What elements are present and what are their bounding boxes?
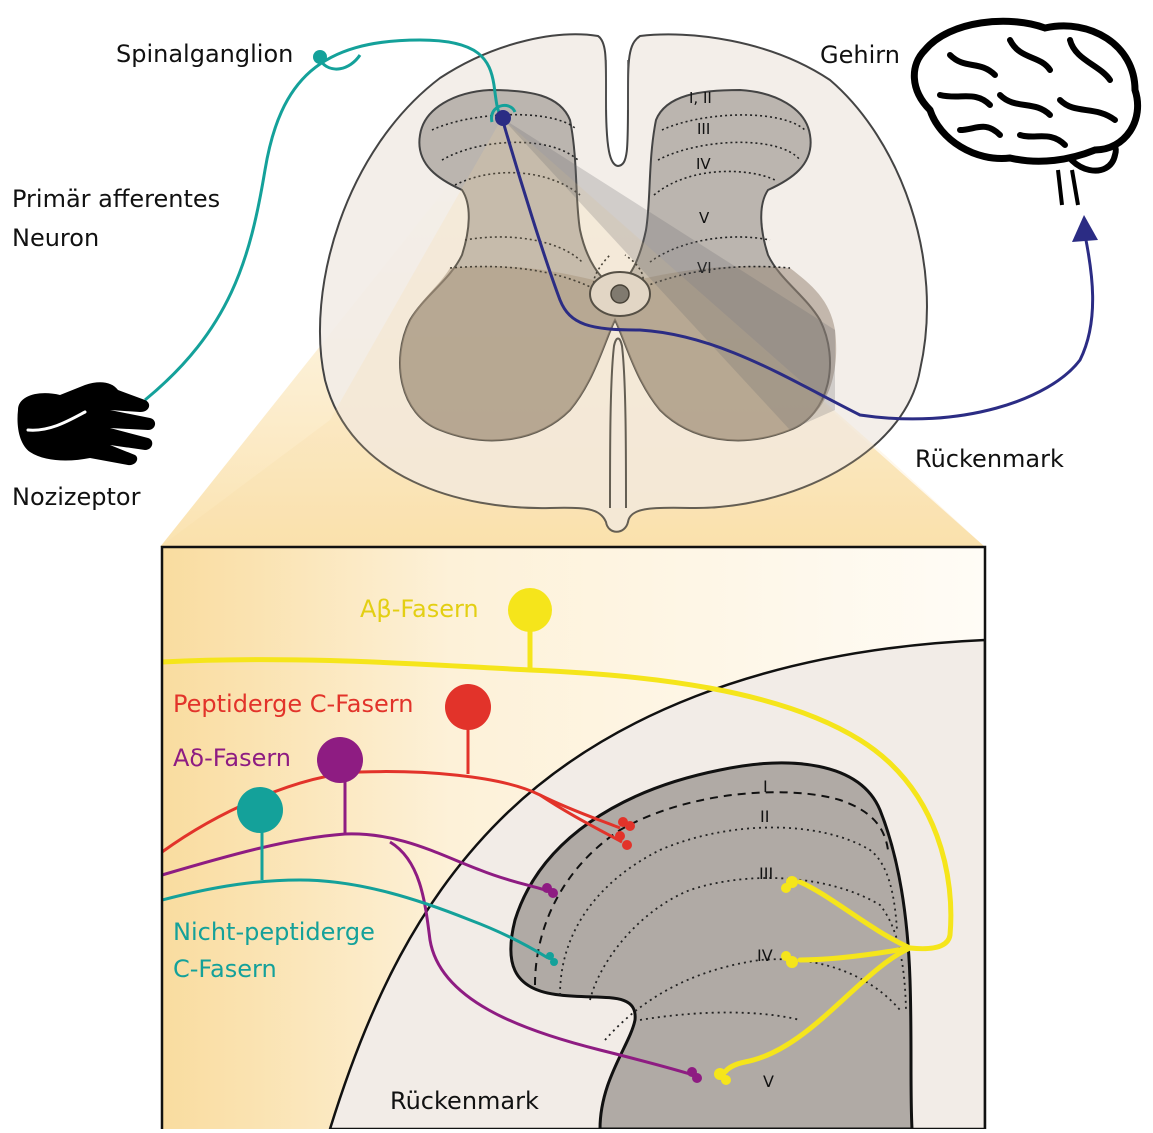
dorsal-sulcus <box>606 60 628 110</box>
brain-icon <box>914 21 1137 205</box>
brain-label: Gehirn <box>820 41 900 69</box>
spinal-ganglion-label: Spinalganglion <box>116 40 293 68</box>
spinal-ganglion-cell <box>313 50 327 64</box>
abeta-soma <box>508 588 552 632</box>
nonpeptidergic-c-soma <box>237 787 283 833</box>
spinal-cord-label-bottom: Rückenmark <box>390 1087 539 1115</box>
nonpeptidergic-c-label: Nicht-peptiderge <box>173 918 375 946</box>
adelta-soma <box>317 737 363 783</box>
peptidergic-c-soma <box>445 684 491 730</box>
primary-afferent-label: Neuron <box>12 224 99 252</box>
lamina-label-top: I, II <box>689 89 712 107</box>
primary-afferent-label: Primär afferentes <box>12 185 220 213</box>
lamina-label-top: III <box>697 120 710 138</box>
projection-neuron-soma <box>495 110 511 126</box>
detail-lamina-label: I <box>763 777 768 796</box>
dorsal-horn-detail: I II III IV V <box>162 547 985 1129</box>
detail-lamina-label: II <box>760 807 769 826</box>
adelta-label: Aδ-Fasern <box>173 744 291 772</box>
detail-lamina-label: III <box>759 864 773 883</box>
ascending-arrowhead <box>1072 215 1098 242</box>
lamina-label-top: IV <box>696 155 711 173</box>
hand-icon <box>18 382 156 465</box>
abeta-label: Aβ-Fasern <box>360 595 479 623</box>
nonpeptidergic-c-label: C-Fasern <box>173 955 277 983</box>
peptidergic-c-label: Peptiderge C-Fasern <box>173 690 413 718</box>
spinal-cord-label-top: Rückenmark <box>915 445 1064 473</box>
detail-lamina-label: V <box>763 1072 774 1091</box>
lamina-label-top: V <box>699 209 710 227</box>
detail-lamina-label: IV <box>757 946 773 965</box>
nociceptor-label: Nozizeptor <box>12 483 141 511</box>
